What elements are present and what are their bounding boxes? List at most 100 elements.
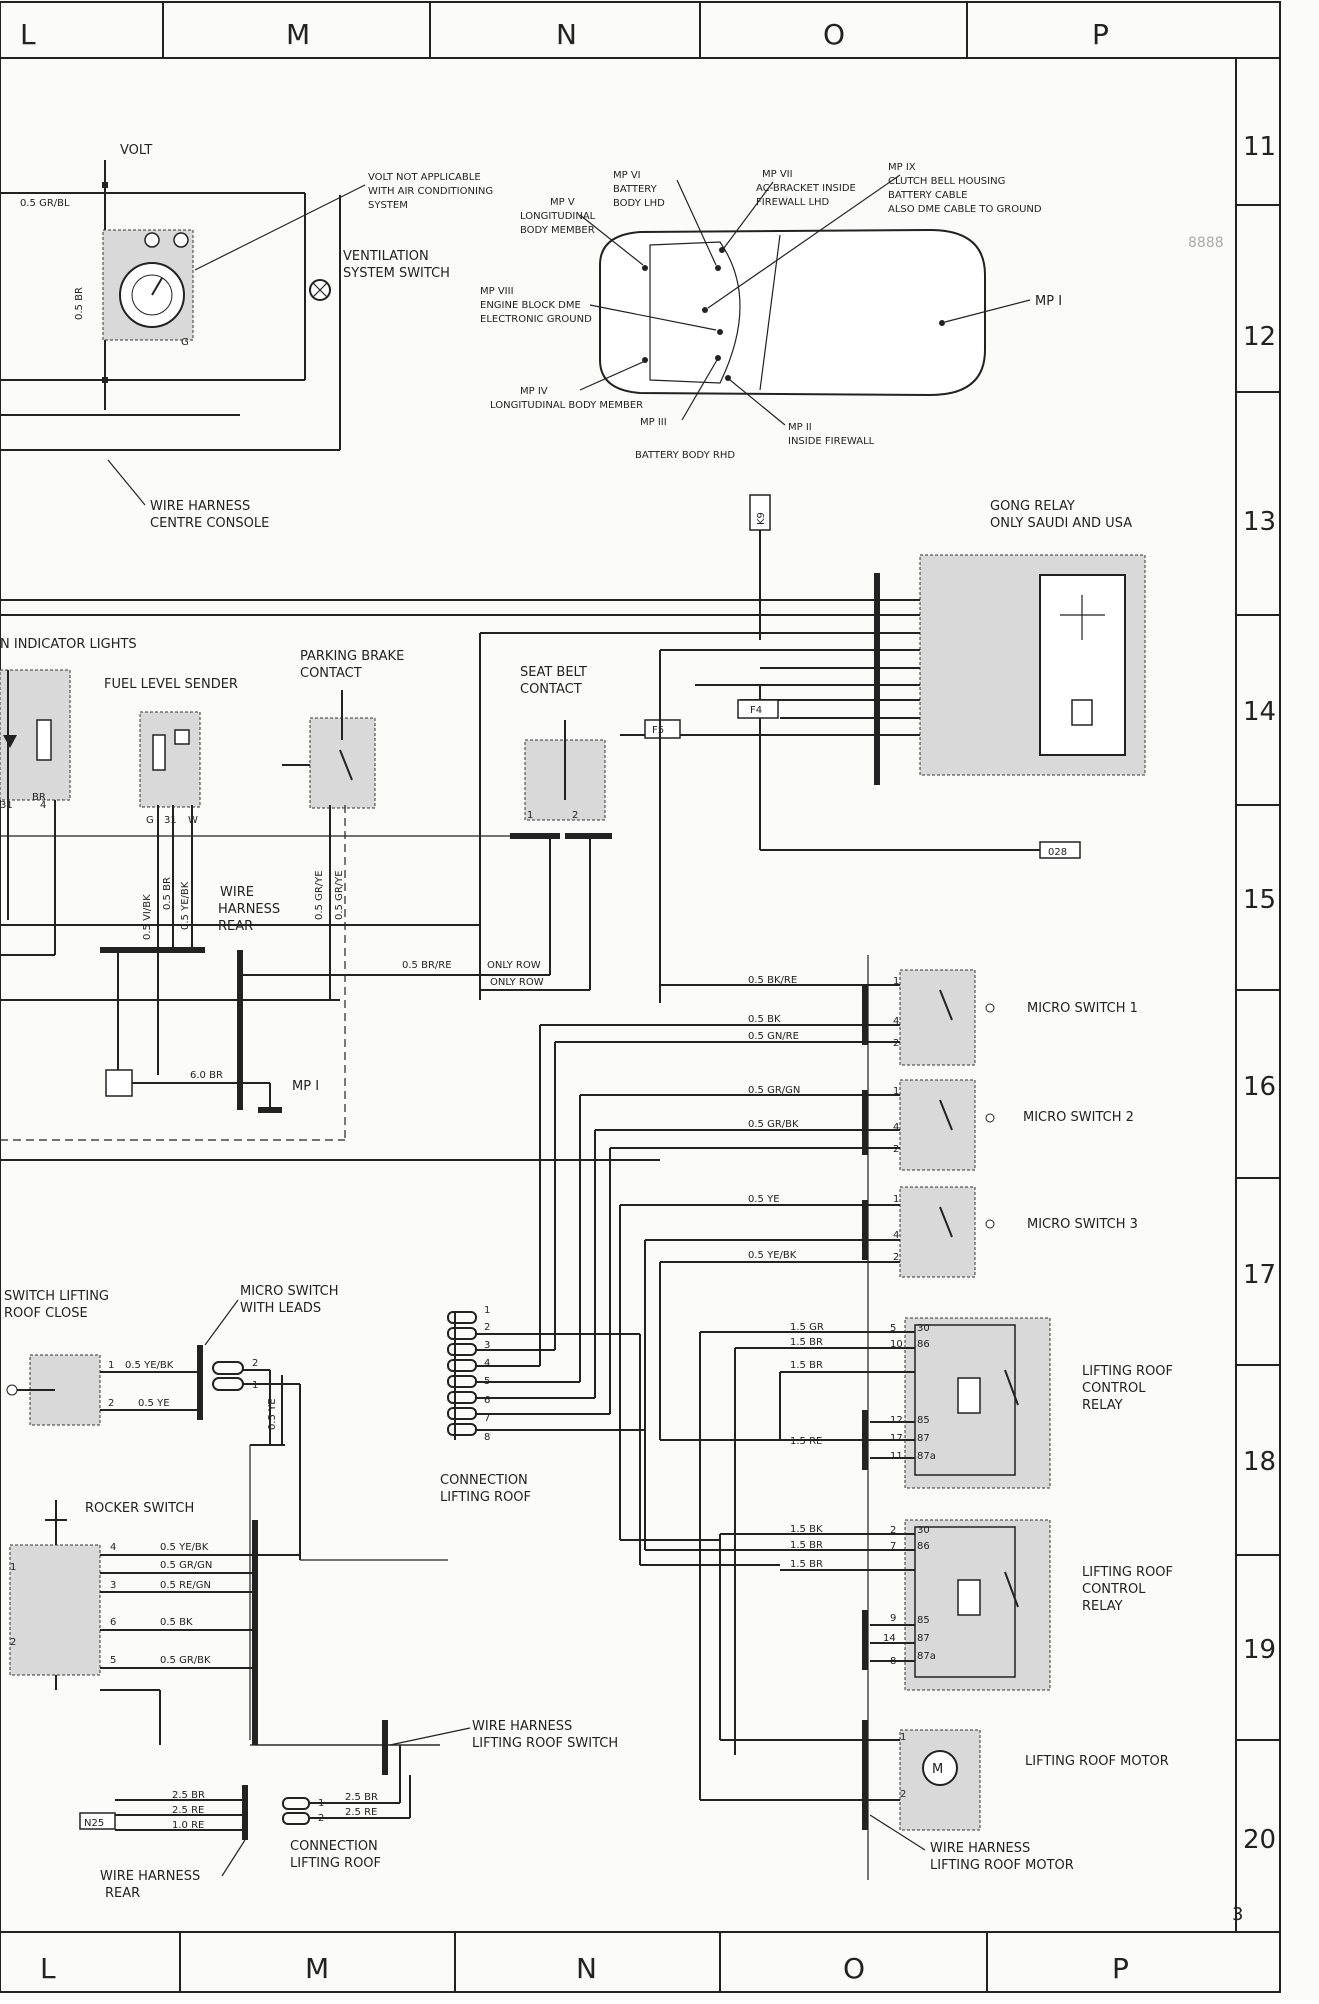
mp2-label-2: INSIDE FIREWALL bbox=[788, 436, 875, 447]
fuel-sender-label: FUEL LEVEL SENDER bbox=[104, 677, 238, 692]
relay1-wire-re: 1.5 RE bbox=[790, 1436, 822, 1447]
ground-block-icon bbox=[105, 1069, 133, 1097]
column-label-l: L bbox=[20, 18, 36, 51]
micro1-pin-4: 4 bbox=[893, 1016, 899, 1027]
svg-text:M: M bbox=[932, 1762, 943, 1777]
rocker-wire-gr-bk: 0.5 GR/BK bbox=[160, 1655, 211, 1666]
rocker-wire-gr-gn: 0.5 GR/GN bbox=[160, 1560, 212, 1571]
harness-rear-2-label-2: REAR bbox=[105, 1886, 140, 1901]
mp6-label-1: MP VI bbox=[613, 170, 641, 181]
rocker-pin-5: 5 bbox=[110, 1655, 116, 1666]
micro1-pin-2: 2 bbox=[893, 1038, 899, 1049]
lifting-roof-switches: SWITCH LIFTING ROOF CLOSE 1 2 0.5 YE/BK … bbox=[4, 1025, 780, 1901]
relay2-pin-8: 8 bbox=[890, 1656, 896, 1667]
rocker-side-2: 2 bbox=[10, 1637, 16, 1648]
lifting-relay-2-housing bbox=[904, 1519, 1051, 1691]
relay2-wire-bk: 1.5 BK bbox=[790, 1524, 823, 1535]
gong-relay: K9 GONG RELAY ONLY SAUDI AND USA F4 F5 0… bbox=[0, 494, 1146, 1003]
relay1-pin-5: 5 bbox=[890, 1323, 896, 1334]
micro2-pin-1: 1 bbox=[893, 1086, 899, 1097]
relay1-pin-10: 10 bbox=[890, 1339, 903, 1350]
connection-pin-7: 7 bbox=[484, 1413, 490, 1424]
lifting-relay-2-label-2: CONTROL bbox=[1082, 1582, 1146, 1597]
rocker-pin-6: 6 bbox=[110, 1617, 116, 1628]
lamp-pin-br: BR bbox=[32, 792, 46, 803]
harness-motor-label-2: LIFTING ROOF MOTOR bbox=[930, 1858, 1074, 1873]
relay1-pin-11: 11 bbox=[890, 1451, 903, 1462]
volt-note-2: WITH AIR CONDITIONING bbox=[368, 186, 493, 197]
wire-br-vertical: 0.5 BR bbox=[74, 287, 85, 320]
mp2-label-1: MP II bbox=[788, 422, 812, 433]
column-label-n: N bbox=[556, 18, 577, 51]
micro-switches: MICRO SWITCH 1 MICRO SWITCH 2 MICRO SWIT… bbox=[540, 955, 1138, 1880]
gong-speaker-icon bbox=[1071, 699, 1093, 726]
micro-switch-2-housing bbox=[899, 1079, 976, 1171]
parking-wire-gr-ye-1: 0.5 GR/YE bbox=[314, 870, 325, 920]
motor-pin-1: 1 bbox=[900, 1732, 906, 1743]
connection-lifting-roof-label-2: LIFTING ROOF bbox=[440, 1490, 531, 1505]
harness-lifting-switch-label-2: LIFTING ROOF SWITCH bbox=[472, 1736, 618, 1751]
micro1-wire-bk: 0.5 BK bbox=[748, 1014, 781, 1025]
lifting-motor-label: LIFTING ROOF MOTOR bbox=[1025, 1754, 1169, 1769]
fuel-pin-g: G bbox=[146, 815, 154, 826]
wire-gr-bl: 0.5 GR/BL bbox=[20, 198, 70, 209]
row-label-19: 19 bbox=[1243, 1635, 1276, 1665]
connection-lifting-roof-2-label-2: LIFTING ROOF bbox=[290, 1856, 381, 1871]
fuel-wire-ye-bk: 0.5 YE/BK bbox=[180, 881, 191, 930]
rocker-wire-bk: 0.5 BK bbox=[160, 1617, 193, 1628]
switch-close-label-2: ROOF CLOSE bbox=[4, 1306, 88, 1321]
column-label-n-bottom: N bbox=[576, 1952, 597, 1985]
leads-pin-1: 1 bbox=[252, 1380, 258, 1391]
close-wire-ye-bk: 0.5 YE/BK bbox=[125, 1360, 174, 1371]
close-wire-ye: 0.5 YE bbox=[138, 1398, 170, 1409]
parking-brake-switch-icon bbox=[339, 749, 353, 781]
relay2-wire-br: 1.5 BR bbox=[790, 1540, 823, 1551]
lifting-relay-1-label-1: LIFTING ROOF bbox=[1082, 1364, 1173, 1379]
column-labels-top: L M N O P bbox=[20, 18, 1109, 51]
relay1-term-85: 85 bbox=[917, 1415, 930, 1426]
connector-n25-label: N25 bbox=[84, 1818, 104, 1829]
parking-wire-gr-ye-2: 0.5 GR/YE bbox=[334, 870, 345, 920]
row-label-12: 12 bbox=[1243, 322, 1276, 352]
micro-switch-3-icon bbox=[939, 1206, 953, 1238]
micro3-wire-ye: 0.5 YE bbox=[748, 1194, 780, 1205]
row-label-11: 11 bbox=[1243, 132, 1276, 162]
stray-mark: 8888 bbox=[1188, 235, 1224, 251]
connection-pin-8: 8 bbox=[484, 1432, 490, 1443]
column-labels-bottom: L M N O P bbox=[40, 1952, 1129, 1985]
switch-close-label-1: SWITCH LIFTING bbox=[4, 1289, 109, 1304]
mp9-label-2: CLUTCH BELL HOUSING bbox=[888, 176, 1005, 187]
parking-brake-label-2: CONTACT bbox=[300, 666, 362, 681]
mp6-label-2: BATTERY bbox=[613, 184, 658, 195]
row-label-14: 14 bbox=[1243, 697, 1276, 727]
lifting-relay-1-label-3: RELAY bbox=[1082, 1398, 1123, 1413]
rear-conn-wire-1-0-re: 1.0 RE bbox=[172, 1820, 204, 1831]
rear-conn-wire-2-5-re: 2.5 RE bbox=[172, 1805, 204, 1816]
lifting-relay-1-label-2: CONTROL bbox=[1082, 1381, 1146, 1396]
connector-028-label: 028 bbox=[1048, 847, 1067, 858]
micro1-wire-gn-re: 0.5 GN/RE bbox=[748, 1031, 799, 1042]
harness-rear-label-3: REAR bbox=[218, 919, 253, 934]
volt-note-3: SYSTEM bbox=[368, 200, 408, 211]
mp5-label-3: BODY MEMBER bbox=[520, 225, 595, 236]
relay1-wire-gr: 1.5 GR bbox=[790, 1322, 824, 1333]
rocker-pin-4: 4 bbox=[110, 1542, 116, 1553]
volt-pin-g: G bbox=[181, 337, 189, 348]
relay2-term-30: 30 bbox=[917, 1525, 930, 1536]
micro2-wire-gr-gn: 0.5 GR/GN bbox=[748, 1085, 800, 1096]
seat-belt-label-1: SEAT BELT bbox=[520, 665, 587, 680]
lamp-pin-31: 31 bbox=[0, 800, 13, 811]
mp7-label-2: AC-BRACKET INSIDE bbox=[756, 183, 856, 194]
mp1-label: MP I bbox=[1035, 294, 1062, 309]
wire-ye-vertical: 0.5 YE bbox=[267, 1398, 278, 1430]
connector-f5 bbox=[644, 719, 681, 739]
connector-k9-label: K9 bbox=[756, 512, 767, 525]
ventilation-label-2: SYSTEM SWITCH bbox=[343, 266, 450, 281]
micro-switch-1-housing bbox=[899, 969, 976, 1066]
rocker-wire-re-gn: 0.5 RE/GN bbox=[160, 1580, 211, 1591]
close-pin-2: 2 bbox=[108, 1398, 114, 1409]
connector-f4-label: F4 bbox=[750, 705, 762, 716]
leads-pin-2: 2 bbox=[252, 1358, 258, 1369]
connection-pin-1: 1 bbox=[484, 1305, 490, 1316]
column-label-m-bottom: M bbox=[305, 1952, 329, 1985]
